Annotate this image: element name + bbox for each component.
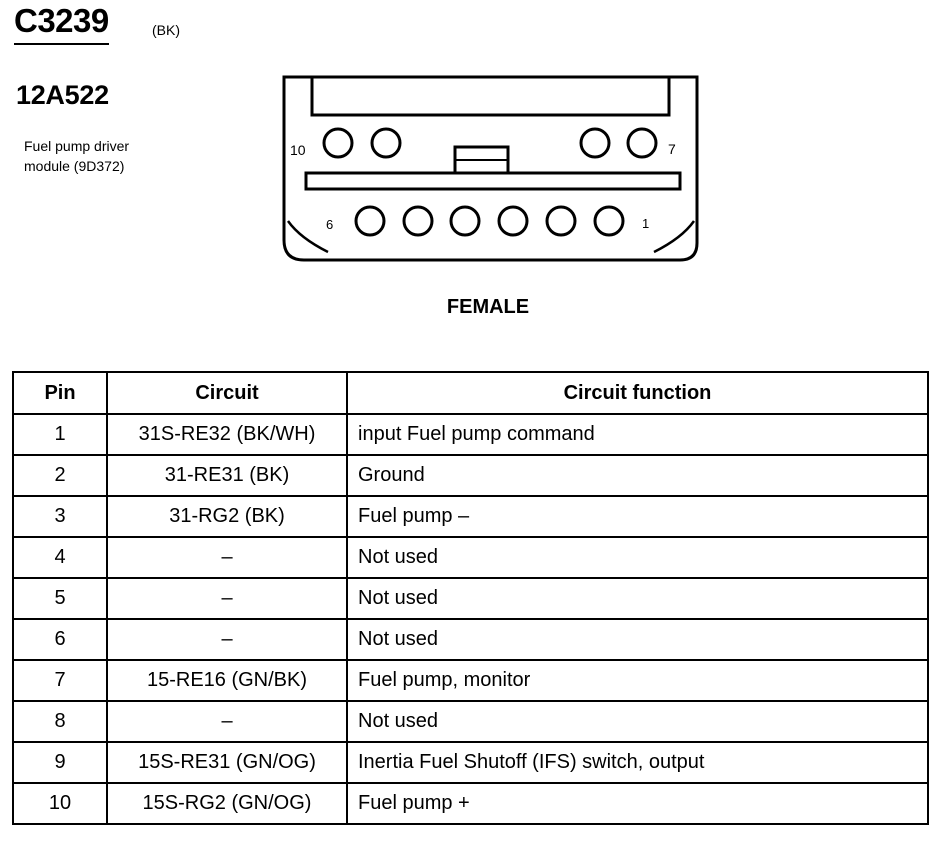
cell-pin: 9 [12, 741, 108, 784]
pin-cavity-4 [449, 205, 481, 237]
cell-function: Fuel pump, monitor [346, 659, 929, 702]
table-row: 4 – Not used [12, 536, 929, 579]
cell-circuit: 15-RE16 (GN/BK) [106, 659, 348, 702]
pin-table: Pin Circuit Circuit function 1 31S-RE32 … [12, 371, 929, 825]
table-row: 3 31-RG2 (BK) Fuel pump – [12, 495, 929, 538]
cell-circuit: – [106, 536, 348, 579]
cell-circuit: – [106, 577, 348, 620]
connector-face-diagram: 10 7 6 1 [282, 75, 699, 262]
cell-function: Fuel pump + [346, 782, 929, 825]
cell-pin: 7 [12, 659, 108, 702]
pin-cavity-2 [545, 205, 577, 237]
pin-label-top-right: 7 [668, 141, 676, 157]
cell-circuit: 31S-RE32 (BK/WH) [106, 413, 348, 456]
connector-housing [282, 75, 699, 262]
cell-circuit: – [106, 700, 348, 743]
pin-cavity-6 [354, 205, 386, 237]
cell-function: Inertia Fuel Shutoff (IFS) switch, outpu… [346, 741, 929, 784]
header-function: Circuit function [346, 371, 929, 415]
table-row: 7 15-RE16 (GN/BK) Fuel pump, monitor [12, 659, 929, 702]
cell-circuit: 15S-RE31 (GN/OG) [106, 741, 348, 784]
cell-pin: 10 [12, 782, 108, 825]
table-row: 2 31-RE31 (BK) Ground [12, 454, 929, 497]
pin-cavity-5 [402, 205, 434, 237]
header-pin: Pin [12, 371, 108, 415]
table-row: 5 – Not used [12, 577, 929, 620]
header-circuit: Circuit [106, 371, 348, 415]
cell-circuit: 15S-RG2 (GN/OG) [106, 782, 348, 825]
table-row: 10 15S-RG2 (GN/OG) Fuel pump + [12, 782, 929, 825]
cell-pin: 1 [12, 413, 108, 456]
table-row: 9 15S-RE31 (GN/OG) Inertia Fuel Shutoff … [12, 741, 929, 784]
cell-function: Not used [346, 577, 929, 620]
housing-corner-left [286, 220, 329, 254]
component-desc-line1: Fuel pump driver [24, 138, 130, 154]
cell-function: Not used [346, 700, 929, 743]
pin-cavity-10 [322, 127, 354, 159]
cell-function: Ground [346, 454, 929, 497]
part-number: 12A522 [16, 80, 109, 110]
table-header-row: Pin Circuit Circuit function [12, 371, 929, 415]
pin-cavity-9 [370, 127, 402, 159]
cell-circuit: – [106, 618, 348, 661]
cell-function: input Fuel pump command [346, 413, 929, 456]
cell-pin: 5 [12, 577, 108, 620]
pin-label-bottom-left: 6 [326, 217, 333, 232]
component-description: Fuel pump driver module (9D372) [24, 136, 224, 176]
connector-gender-label: FEMALE [446, 296, 530, 318]
connector-latch-slot [310, 77, 671, 117]
table-row: 6 – Not used [12, 618, 929, 661]
component-desc-line2: module (9D372) [24, 158, 125, 174]
pin-cavity-1 [593, 205, 625, 237]
table-row: 8 – Not used [12, 700, 929, 743]
pin-label-top-left: 10 [290, 142, 306, 158]
cell-pin: 8 [12, 700, 108, 743]
pin-cavity-8 [579, 127, 611, 159]
cell-pin: 3 [12, 495, 108, 538]
pin-label-bottom-right: 1 [642, 216, 649, 231]
pin-cavity-3 [497, 205, 529, 237]
cell-circuit: 31-RG2 (BK) [106, 495, 348, 538]
table-row: 1 31S-RE32 (BK/WH) input Fuel pump comma… [12, 413, 929, 456]
keying-rail [304, 171, 682, 191]
connector-color: (BK) [152, 22, 180, 38]
housing-corner-right [653, 220, 696, 254]
cell-pin: 6 [12, 618, 108, 661]
cell-function: Not used [346, 536, 929, 579]
cell-pin: 4 [12, 536, 108, 579]
connector-id: C3239 [14, 2, 109, 45]
cell-pin: 2 [12, 454, 108, 497]
pin-cavity-7 [626, 127, 658, 159]
cell-function: Fuel pump – [346, 495, 929, 538]
cell-circuit: 31-RE31 (BK) [106, 454, 348, 497]
cell-function: Not used [346, 618, 929, 661]
